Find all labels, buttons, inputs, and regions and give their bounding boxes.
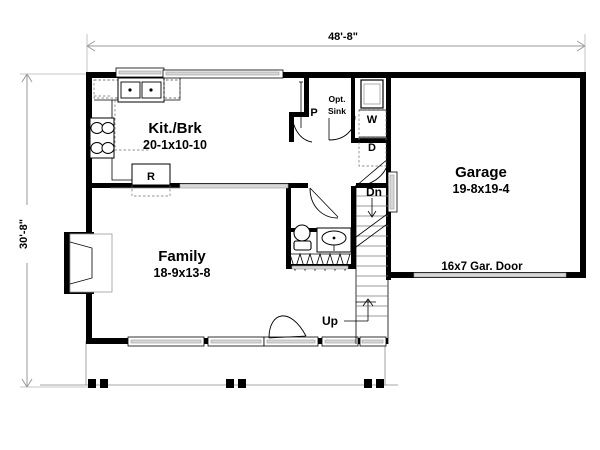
kitchen-fixtures: R <box>89 77 181 197</box>
dimension-overall-width: 48'-8" <box>86 28 586 78</box>
door-laundry <box>328 115 356 141</box>
dryer: D <box>358 137 387 167</box>
staircase: Dn Up <box>322 185 391 344</box>
optional-sink-icon <box>360 79 384 109</box>
powder-room-fixtures <box>289 224 352 272</box>
pantry-label: P <box>310 107 317 119</box>
room-label-kitchen-name: Kit./Brk <box>148 120 202 137</box>
toilet <box>293 224 312 251</box>
door-powder-room <box>309 187 339 219</box>
room-labels: Kit./Brk 20-1x10-10 Family 18-9x13-8 Gar… <box>143 120 510 280</box>
optional-sink-label-line2: Sink <box>328 106 346 116</box>
overall-width-dimension-label: 48'-8" <box>328 31 358 43</box>
doors <box>263 111 398 347</box>
lavatory-sink <box>316 227 352 253</box>
overall-depth-dimension-label: 30'-8" <box>18 219 30 249</box>
optional-sink-label-line1: Opt. <box>329 94 346 104</box>
room-label-family-name: Family <box>158 248 206 265</box>
refrigerator: R <box>131 163 171 197</box>
windows <box>110 67 567 347</box>
garage-door-note-label: 16x7 Gar. Door <box>441 261 523 273</box>
front-porch-outline <box>40 341 398 386</box>
stairs-up-label: Up <box>322 314 338 328</box>
kitchen-sink <box>117 77 165 103</box>
door-front-entry <box>263 315 319 347</box>
stairs-down-label: Dn <box>366 185 382 199</box>
room-label-kitchen-size: 20-1x10-10 <box>143 138 207 152</box>
utility-area: P Opt. Sink W D <box>299 79 387 167</box>
kitchen-range <box>89 117 115 159</box>
room-label-garage-size: 19-8x19-4 <box>453 182 510 196</box>
stairs-up-arrow <box>344 298 376 322</box>
room-label-garage-name: Garage <box>455 164 507 181</box>
coat-closet <box>289 252 352 272</box>
porch-posts <box>88 379 384 388</box>
stairs-down-arrow <box>367 198 377 218</box>
door-garage-entry <box>354 156 398 213</box>
room-label-family-size: 18-9x13-8 <box>154 266 211 280</box>
door-pantry <box>291 111 313 143</box>
bay-window-bumpout <box>64 232 113 294</box>
washer-label: W <box>367 114 378 126</box>
garage-door-opening <box>413 272 567 278</box>
dimension-overall-depth: 30'-8" <box>18 73 92 388</box>
refrigerator-label: R <box>147 171 155 183</box>
dryer-label: D <box>368 142 376 154</box>
opening-kitchen-family <box>179 183 289 189</box>
